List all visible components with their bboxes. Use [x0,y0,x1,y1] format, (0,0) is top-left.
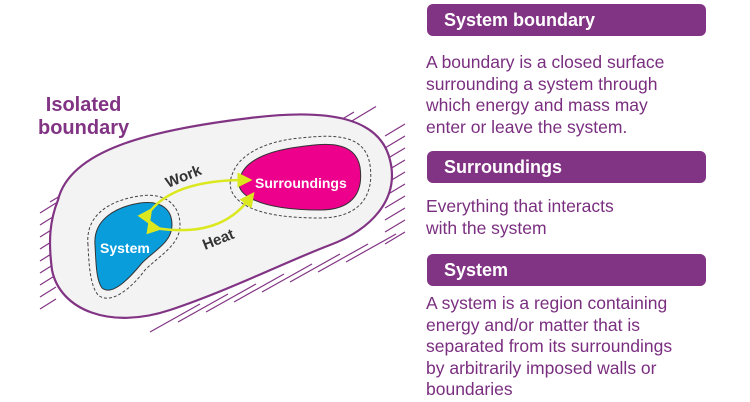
hatch-line [384,195,406,209]
hatch-line [39,202,57,214]
isolated-label-line-2: boundary [38,117,130,139]
isolated-label-line-1: Isolated [45,94,122,116]
heat-arrow [146,191,255,235]
surroundings-label: Surroundings [255,175,347,191]
desc-line: energy and/or matter that is [426,314,640,335]
hatch-line [177,293,229,323]
system-header: System [427,254,706,286]
hatch-line [384,231,406,245]
desc-line: A boundary is a closed surface [426,52,665,72]
hatch-line [233,273,285,303]
hatch-line [205,283,257,313]
surroundings-header: Surroundings [427,151,706,183]
thermodynamic-system-diagram: Surroundings System Work Heat [39,105,406,333]
hatch-line [39,298,57,310]
desc-line: which energy and mass may [426,95,648,115]
system-boundary-description: A boundary is a closed surface surroundi… [426,52,736,138]
hatch-line [384,219,406,233]
desc-line: A system is a region containing [426,293,668,313]
hatch-line [149,303,201,333]
hatch-line [39,286,57,298]
hatch-line [289,253,341,283]
hatch-line [384,135,406,149]
isolated-boundary-label: Isolated boundary [38,94,129,140]
hatch-line [261,263,313,293]
hatch-line [384,207,406,221]
desc-line: boundaries [426,379,513,399]
surroundings-description: Everything that interacts with the syste… [426,196,736,239]
hatch-line [384,123,406,137]
system-label: System [100,240,150,256]
desc-line: separated from its surroundings [426,336,673,356]
desc-line: by arbitrarily imposed walls or [426,357,657,378]
desc-line: surrounding a system through [426,73,658,94]
system-dashed-boundary [87,194,181,299]
desc-line: Everything that interacts [426,196,614,216]
hatch-line [345,233,397,263]
desc-line: enter or leave the system. [426,116,628,137]
hatch-line [317,243,369,273]
system-boundary-header: System boundary [427,4,706,36]
system-description: A system is a region containing energy a… [426,293,736,401]
surroundings-dashed-boundary [229,135,372,219]
desc-line: with the system [426,217,547,238]
